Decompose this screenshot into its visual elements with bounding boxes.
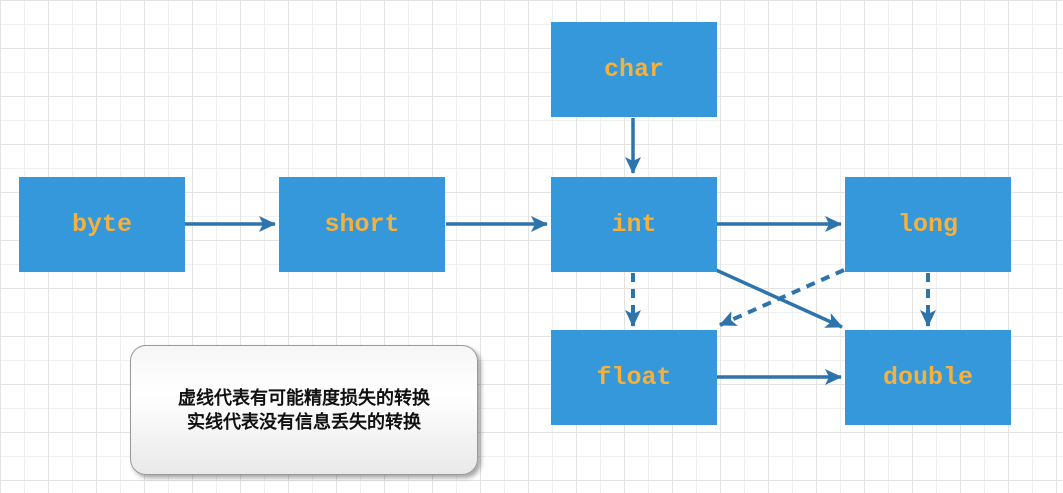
node-label: float [596, 363, 672, 392]
node-double[interactable]: double [845, 330, 1011, 425]
note-line-2: 实线代表没有信息丢失的转换 [187, 412, 421, 432]
node-int[interactable]: int [551, 177, 717, 272]
note-line-1: 虚线代表有可能精度损失的转换 [178, 388, 430, 408]
edge-int-double [715, 268, 843, 329]
node-float[interactable]: float [551, 330, 717, 425]
node-byte[interactable]: byte [19, 177, 185, 272]
node-label: char [603, 55, 664, 84]
node-char[interactable]: char [551, 22, 717, 117]
node-label: double [882, 363, 973, 392]
node-long[interactable]: long [845, 177, 1011, 272]
node-short[interactable]: short [279, 177, 445, 272]
note-callout[interactable]: 虚线代表有可能精度损失的转换 实线代表没有信息丢失的转换 [130, 345, 478, 475]
node-label: short [324, 210, 400, 239]
node-label: int [611, 210, 657, 239]
node-label: byte [71, 210, 132, 239]
node-label: long [897, 210, 958, 239]
edge-long-float [719, 268, 845, 327]
